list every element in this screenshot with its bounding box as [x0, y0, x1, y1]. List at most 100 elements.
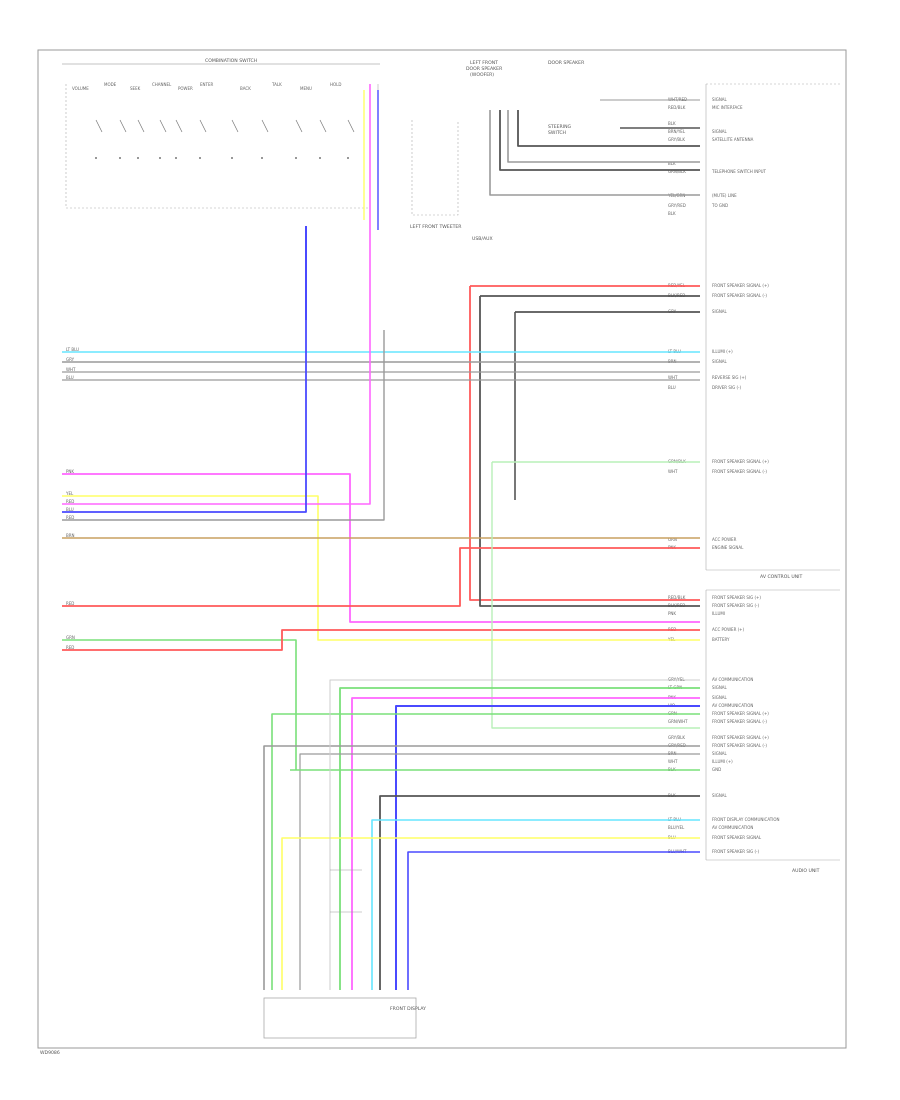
wire-usb-black-2: [517, 110, 700, 147]
switch-label-5: ENTER: [200, 82, 213, 87]
wire-red-down: [469, 286, 700, 601]
control-pin-label-13: SIGNAL: [712, 751, 728, 756]
control-pin-label-10: FRONT SPEAKER SIGNAL (-): [712, 719, 767, 724]
audio-pin-label-6: TELEPHONE SWITCH INPUT: [711, 169, 767, 174]
right-side-label: AUDIO UNIT: [792, 868, 820, 874]
upper-right-label-3: (WOOFER): [470, 72, 494, 78]
wire-usb-gray-2: [507, 110, 700, 163]
wire-pink-474: [62, 473, 700, 623]
switch-label-8: MENU: [300, 86, 312, 91]
control-pin-label-4: BATTERY: [712, 637, 730, 642]
wire-gry-746: [263, 745, 700, 990]
left-wire-label-3: BLU: [66, 375, 74, 380]
switch-contact-4: [175, 119, 183, 133]
audio-pin-label-20: ENGINE SIGNAL: [712, 545, 744, 550]
upper-right-label-2: DOOR SPEAKER: [466, 66, 503, 72]
wire-cyan-820: [371, 819, 700, 990]
switch-node-8: [295, 157, 297, 159]
switch-node-4: [175, 157, 177, 159]
switch-contact-5: [199, 119, 207, 133]
switch-contact-2: [137, 119, 145, 133]
audio-pin-label-4: SATELLITE ANTENNA: [712, 137, 754, 142]
left-edge-wire-labels: LT BLUGRYWHTBLUPNKYELREDBLUREDBRNREDGRNR…: [65, 347, 79, 650]
audio-pin-wire-9: BLK: [668, 211, 676, 216]
switch-label-7: TALK: [271, 82, 282, 87]
left-wire-label-10: RED: [66, 601, 74, 606]
switch-node-10: [347, 157, 349, 159]
audio-pin-label-16: DRIVER SIG (-): [712, 385, 741, 390]
wire-gry-520: [62, 330, 385, 521]
control-pin-label-14: ILLUMI (+): [712, 759, 733, 764]
wire-blu-706: [395, 705, 700, 990]
front-display-box: [263, 997, 417, 1039]
audio-pin-wire-15: WHT: [668, 375, 678, 380]
left-wire-label-1: GRY: [66, 357, 75, 362]
navi-control-label: AV CONTROL UNIT: [760, 574, 802, 580]
audio-pin-label-18: FRONT SPEAKER SIGNAL (-): [712, 469, 767, 474]
control-pin-label-17: FRONT DISPLAY COMMUNICATION: [712, 817, 780, 822]
left-wire-label-4: PNK: [66, 469, 74, 474]
front-display-label: FRONT DISPLAY: [390, 1006, 426, 1012]
control-pin-label-1: FRONT SPEAKER SIG (-): [712, 603, 759, 608]
tweeter-label: LEFT FRONT TWEETER: [410, 224, 462, 230]
control-pin-label-19: FRONT SPEAKER SIGNAL: [712, 835, 762, 840]
switch-label-row: VOLUMEMODESEEKCHANNELPOWERENTERBACKTALKM…: [72, 82, 341, 91]
control-pin-label-8: AV COMMUNICATION: [712, 703, 753, 708]
audio-pin-wire-18: WHT: [668, 469, 678, 474]
audio-pin-label-14: SIGNAL: [712, 359, 728, 364]
wire-blu-512: [62, 320, 307, 513]
switch-contact-10: [347, 119, 355, 133]
control-pin-label-6: SIGNAL: [712, 685, 728, 690]
combination-switch-label: COMBINATION SWITCH: [205, 58, 257, 64]
switch-node-0: [95, 157, 97, 159]
wire-gry-754: [299, 753, 700, 990]
control-pin-label-3: ACC POWER (+): [712, 627, 745, 632]
switch-label-1: MODE: [104, 82, 117, 87]
switch-contact-1: [119, 119, 127, 133]
audio-pin-label-0: SIGNAL: [712, 97, 728, 102]
control-pin-wire-11: GRY/BLK: [668, 735, 685, 740]
audio-pin-wire-3: BRN/YEL: [668, 129, 686, 134]
audio-pin-wire-8: GRY/RED: [668, 203, 686, 208]
wire-grn-688: [339, 687, 700, 990]
control-pin-label-18: AV COMMUNICATION: [712, 825, 753, 830]
control-pin-label-7: SIGNAL: [712, 695, 728, 700]
audio-pin-wire-1: RED/BLK: [668, 105, 686, 110]
audio-pin-label-7: (MUTE) LINE: [712, 193, 737, 198]
switch-node-7: [261, 157, 263, 159]
page-code: WD9086: [40, 1050, 60, 1056]
audio-pin-label-13: ILLUMI (+): [712, 349, 733, 354]
audio-pin-label-15: REVERSE SIG (+): [712, 375, 747, 380]
control-pin-label-15: GND: [712, 767, 721, 772]
wire-black-down: [479, 296, 700, 607]
switch-node-2: [137, 157, 139, 159]
control-pin-wire-18: BLU/YEL: [668, 825, 685, 830]
switch-contact-3: [159, 119, 167, 133]
switch-node-6: [231, 157, 233, 159]
audio-pin-label-1: MIC INTERFACE: [712, 105, 743, 110]
wire-blk-796: [379, 795, 700, 990]
control-pin-label-2: ILLUMI: [712, 611, 725, 616]
wire-yel-838: [281, 837, 700, 990]
audio-pin-label-3: SIGNAL: [712, 129, 728, 134]
audio-pin-label-19: ACC POWER: [712, 537, 737, 542]
switch-node-9: [319, 157, 321, 159]
audio-pin-label-12: SIGNAL: [712, 309, 728, 314]
wire-grn-640: [62, 639, 297, 770]
audio-pin-label-8: TO GND: [711, 203, 728, 208]
switch-contact-7: [261, 119, 269, 133]
upper-right-label-6: SWITCH: [548, 130, 566, 136]
wire-ltgrn-down: [491, 462, 700, 729]
left-wire-label-8: RED: [66, 515, 74, 520]
tweeter-box: [411, 120, 459, 216]
wire-usb-gray: [489, 110, 700, 196]
diagram-frame: [37, 49, 847, 1049]
audio-pin-label-10: FRONT SPEAKER SIGNAL (+): [712, 283, 769, 288]
left-wire-label-12: RED: [66, 645, 74, 650]
control-pin-label-9: FRONT SPEAKER SIGNAL (+): [712, 711, 769, 716]
switch-label-9: HOLD: [330, 82, 341, 87]
switch-label-4: POWER: [178, 86, 193, 91]
upper-right-label-1: LEFT FRONT: [470, 60, 498, 66]
